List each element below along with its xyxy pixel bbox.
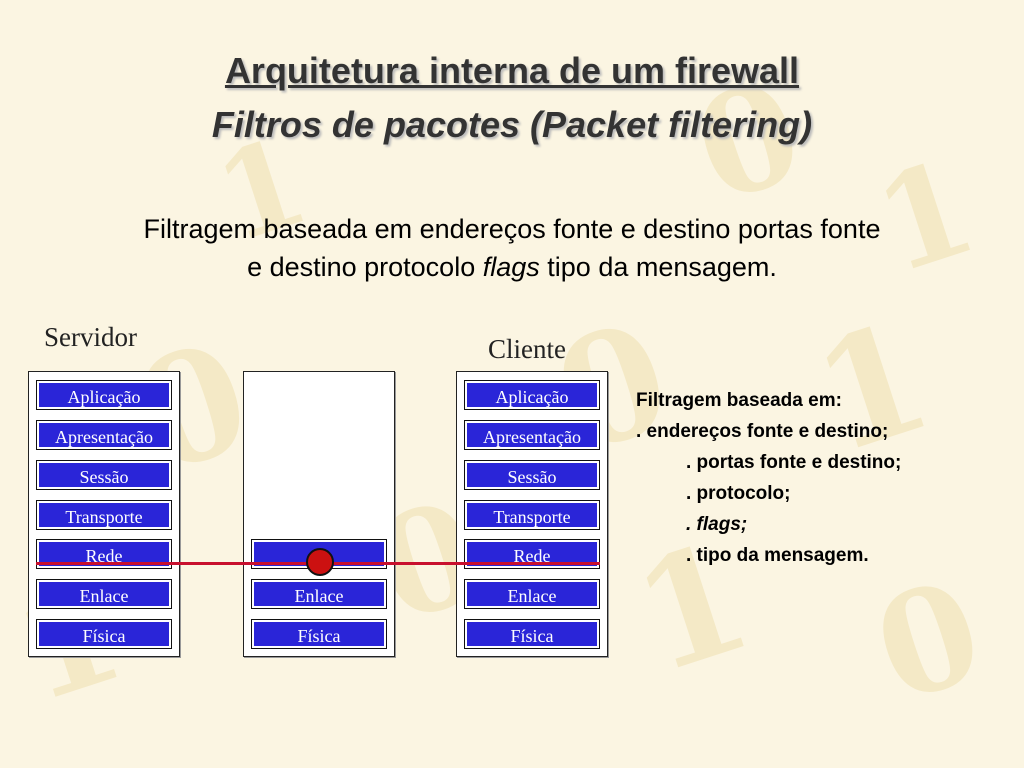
criteria-heading: Filtragem baseada em: (636, 390, 842, 411)
intro-line-2-post: tipo da mensagem. (539, 252, 777, 282)
client-layer-transport: Transporte (464, 500, 600, 530)
server-layer-link: Enlace (36, 579, 172, 609)
firewall-layer-physical: Física (251, 619, 387, 649)
server-label: Servidor (44, 322, 137, 352)
server-layer-session: Sessão (36, 460, 172, 490)
client-stack: Aplicação Apresentação Sessão Transporte… (456, 371, 608, 657)
criteria-item-protocol: . protocolo; (686, 483, 791, 504)
intro-line-1: Filtragem baseada em endereços fonte e d… (143, 214, 881, 244)
server-stack: Aplicação Apresentação Sessão Transporte… (28, 371, 180, 657)
intro-text: Filtragem baseada em endereços fonte e d… (30, 210, 994, 286)
server-layer-physical: Física (36, 619, 172, 649)
slide-subtitle: Filtros de pacotes (Packet filtering) (211, 104, 813, 145)
client-label: Cliente (488, 334, 566, 364)
client-layer-presentation: Apresentação (464, 420, 600, 450)
slide-title: Arquitetura interna de um firewall (224, 50, 800, 91)
intro-line-2-pre: e destino protocolo (247, 252, 483, 282)
client-layer-session: Sessão (464, 460, 600, 490)
server-layer-application: Aplicação (36, 380, 172, 410)
criteria-item-message-type: . tipo da mensagem. (686, 545, 869, 566)
server-layer-transport: Transporte (36, 500, 172, 530)
criteria-item-ports: . portas fonte e destino; (686, 452, 902, 473)
criteria-list: Filtragem baseada em: . endereços fonte … (636, 385, 901, 571)
intro-line-2: e destino protocolo flags tipo da mensag… (30, 248, 994, 286)
criteria-item-flags: . flags; (686, 514, 748, 535)
firewall-stack: Enlace Física (243, 371, 395, 657)
client-layer-link: Enlace (464, 579, 600, 609)
firewall-layer-link: Enlace (251, 579, 387, 609)
criteria-item-addresses: . endereços fonte e destino; (636, 421, 889, 442)
client-layer-application: Aplicação (464, 380, 600, 410)
server-layer-presentation: Apresentação (36, 420, 172, 450)
intro-flags-word: flags (482, 252, 540, 282)
client-layer-physical: Física (464, 619, 600, 649)
packet-filter-dot (306, 548, 334, 576)
